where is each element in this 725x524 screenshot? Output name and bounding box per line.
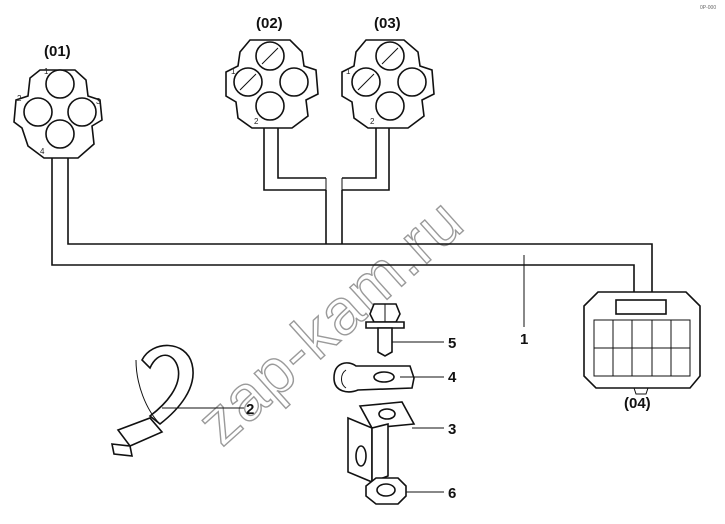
clamp-part: 4	[333, 362, 457, 393]
c03-pin-1: 1	[346, 67, 351, 76]
callout-3: 3	[448, 421, 456, 438]
harness-wires	[51, 128, 653, 327]
c03-pin-2: 2	[370, 117, 375, 126]
callout-1: 1	[520, 331, 528, 348]
connector-03: 1 2 (03)	[341, 15, 435, 129]
connector-02-label: (02)	[256, 15, 283, 32]
nut-part: 6	[365, 477, 456, 505]
connector-04: (04)	[583, 291, 701, 412]
callout-2: 2	[246, 401, 254, 418]
c01-pin-2: 2	[17, 94, 22, 103]
callout-5: 5	[448, 335, 456, 352]
bracket-part: 3	[347, 401, 456, 484]
c02-pin-2: 2	[254, 117, 259, 126]
c01-pin-3: 3	[96, 97, 101, 106]
connector-01: 1 2 3 4 (01)	[13, 43, 103, 159]
connector-04-label: (04)	[624, 395, 651, 412]
cable-tie-part: 2	[111, 344, 254, 457]
connector-02: 1 2 (02)	[225, 15, 319, 129]
callout-6: 6	[448, 485, 456, 502]
c02-pin-1: 1	[231, 67, 236, 76]
bolt-part: 5	[365, 303, 456, 357]
c01-pin-1: 1	[44, 67, 49, 76]
connector-03-label: (03)	[374, 15, 401, 32]
callout-4: 4	[448, 369, 457, 386]
corner-note: 0P-000	[700, 5, 716, 11]
c01-pin-4: 4	[40, 147, 45, 156]
connector-01-label: (01)	[44, 43, 71, 60]
watermark-text: zap-kam.ru	[183, 184, 476, 458]
